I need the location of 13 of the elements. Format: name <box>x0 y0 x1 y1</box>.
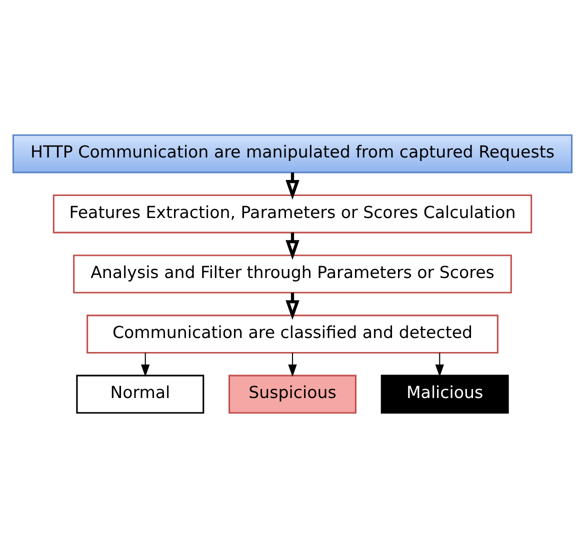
node-box: Malicious <box>380 374 508 414</box>
node-box: Normal <box>76 374 204 414</box>
node-box: Suspicious <box>228 374 356 414</box>
arrow <box>285 232 299 260</box>
arrow <box>285 292 299 320</box>
arrow <box>288 352 296 376</box>
node-box: Analysis and Filter through Parameters or Scores <box>72 254 512 293</box>
arrow <box>140 352 150 376</box>
node-box: Features Extraction, Parameters or Scores Calculation <box>52 194 532 233</box>
node-box: HTTP Communication are manipulated from captured Requests <box>12 134 572 173</box>
arrow <box>434 352 444 376</box>
node-box: Communication are classified and detected <box>86 314 498 354</box>
arrow <box>285 172 299 200</box>
